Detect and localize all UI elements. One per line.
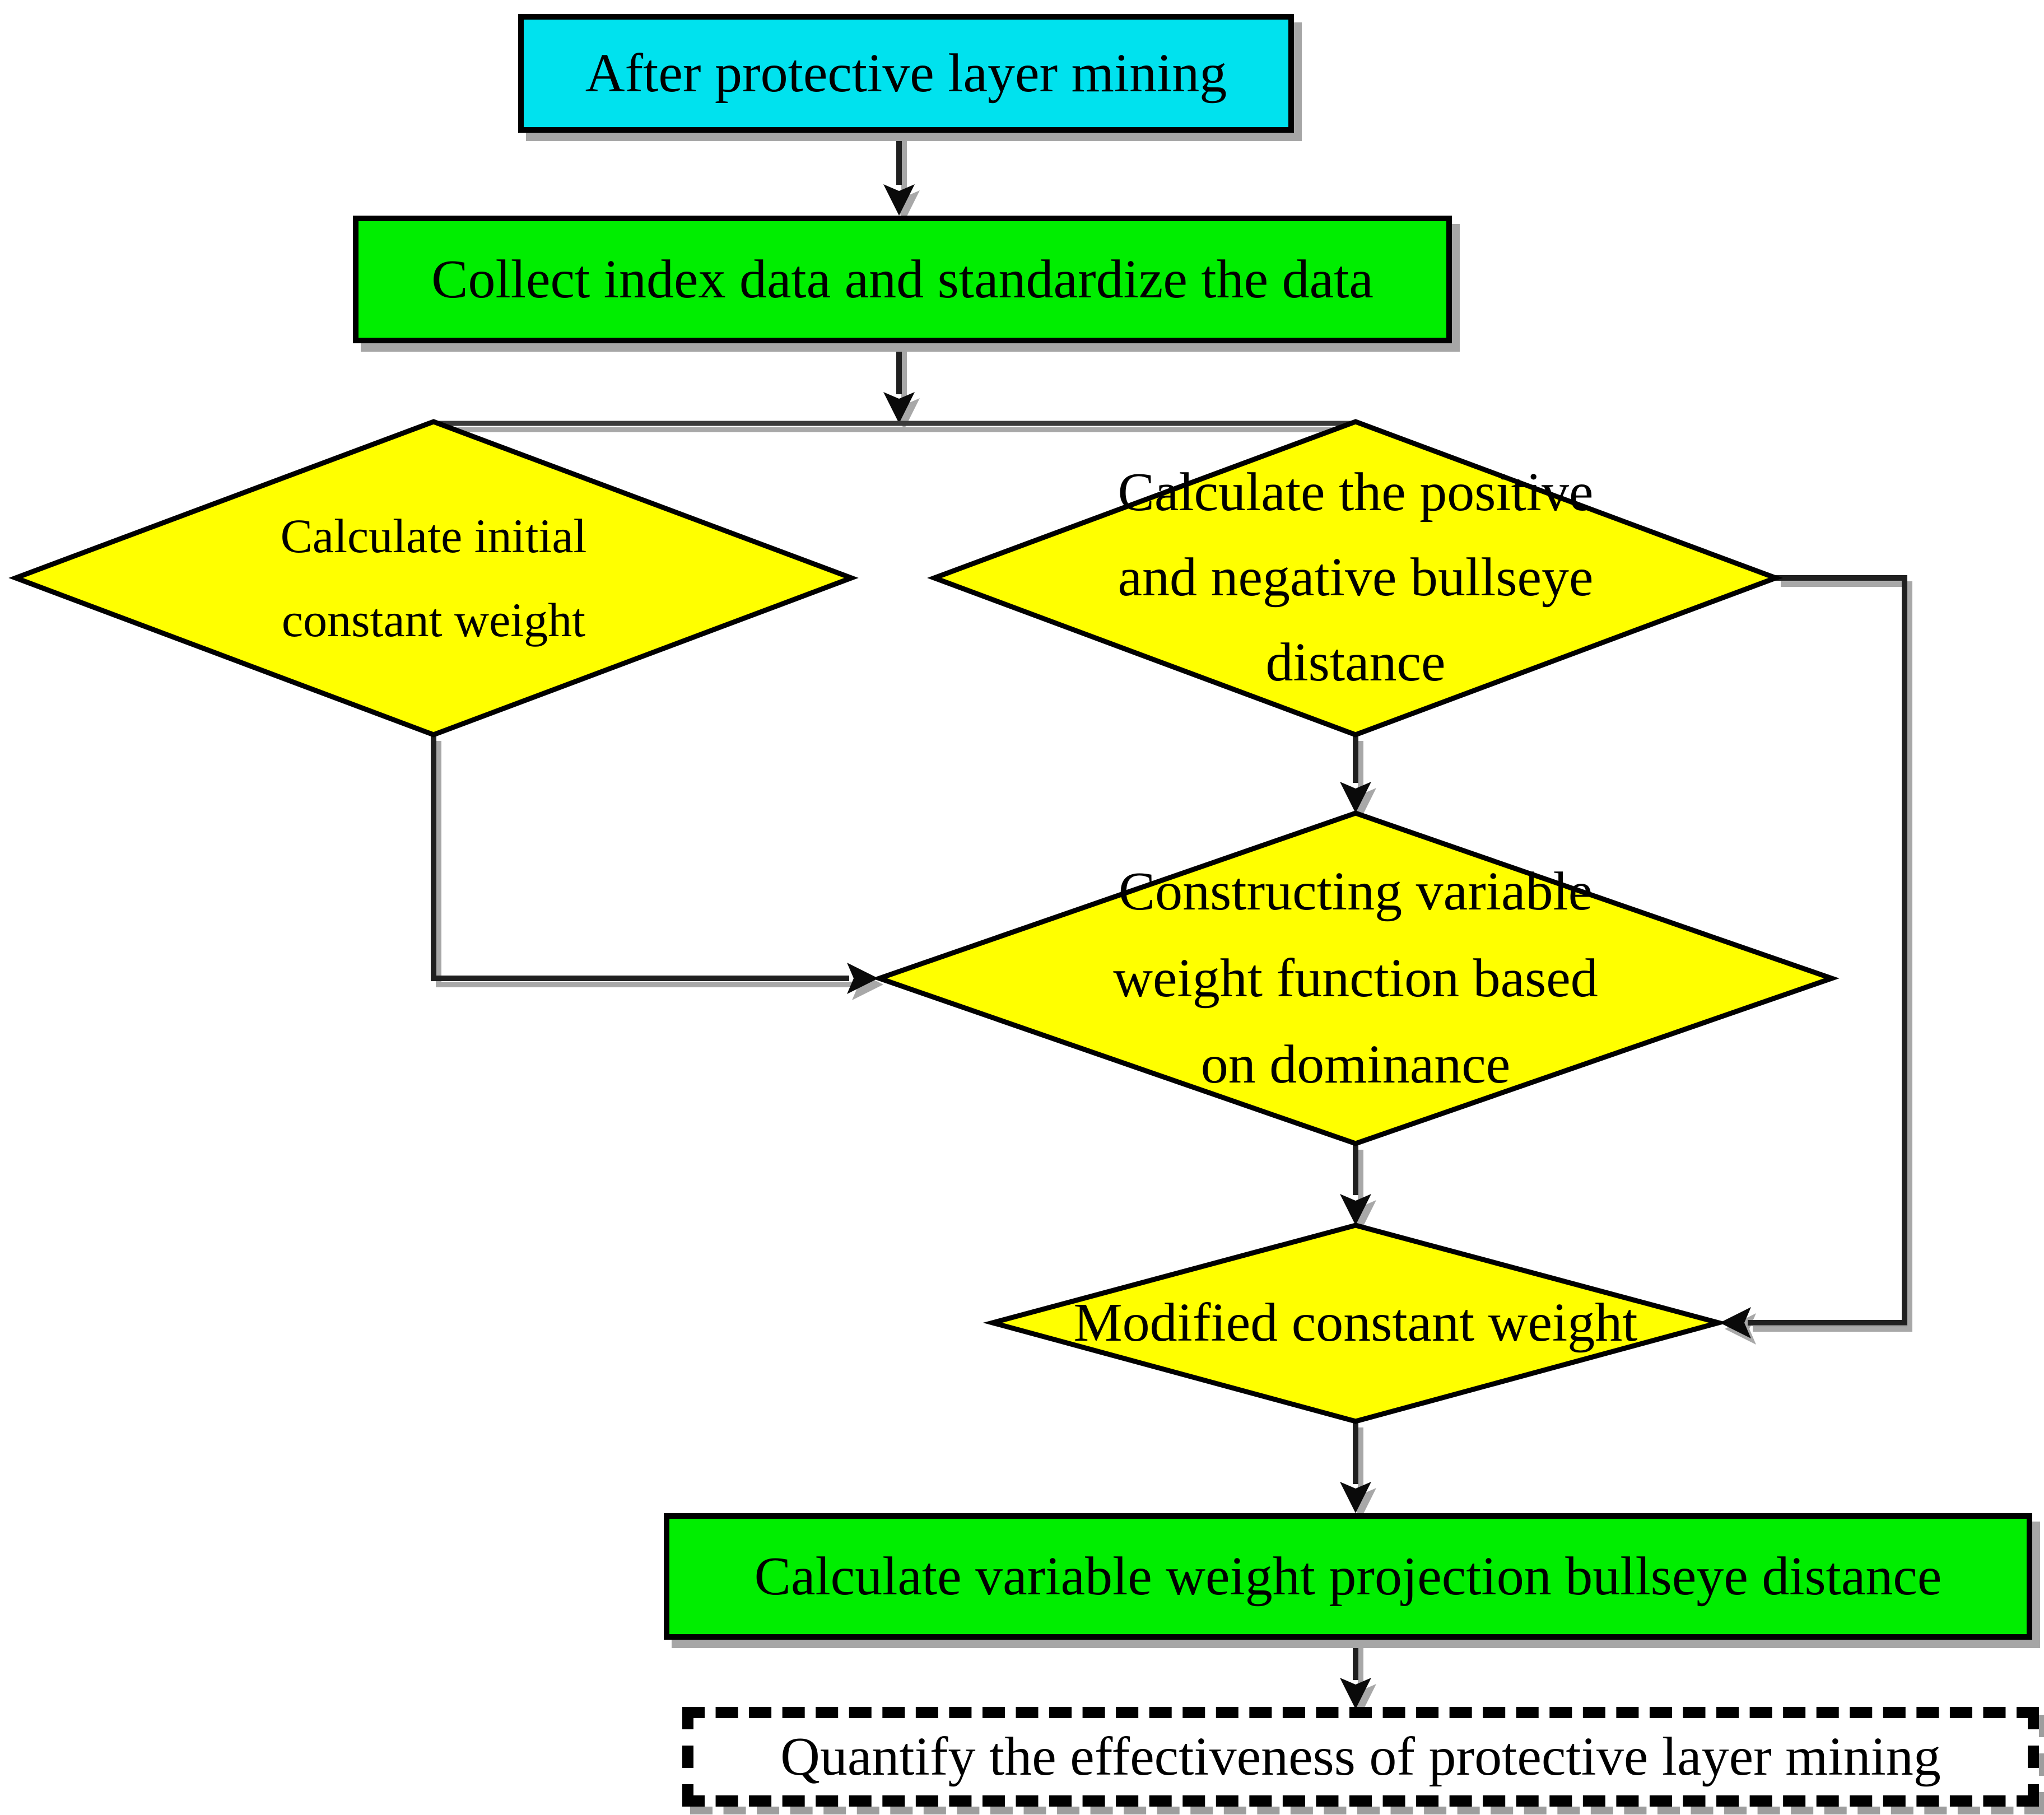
node-label-line: and negative bullseye <box>1118 547 1594 608</box>
node-label: Modified constant weight <box>1073 1293 1638 1353</box>
modified-weight-diamond-shape <box>983 1223 1729 1424</box>
arrowhead-into-collect <box>883 184 915 216</box>
node-modified-constant-weight: Modified constant weight <box>963 1267 1748 1379</box>
node-label: After protective layer mining <box>585 43 1227 104</box>
node-variable-weight-projection-distance: Calculate variable weight projection bul… <box>664 1513 2032 1640</box>
bullseye-distance-diamond-shape <box>927 419 1783 738</box>
node-label-line: Constructing variable <box>1118 861 1593 922</box>
node-label-line: weight function based <box>1113 948 1598 1009</box>
arrowhead-into-projection <box>1340 1482 1371 1513</box>
node-label: Calculate variable weight projection bul… <box>754 1546 1942 1607</box>
node-calculate-initial-constant-weight: Calculate initial constant weight <box>153 438 714 718</box>
shadow-line <box>1753 581 1912 1332</box>
node-label-line: constant weight <box>281 593 586 647</box>
node-label: Collect index data and standardize the d… <box>431 249 1373 310</box>
connector-initial-to-variable <box>431 735 849 981</box>
node-quantify-effectiveness: Quantify the effectiveness of protective… <box>682 1707 2039 1807</box>
initial-weight-diamond-shape <box>8 419 859 738</box>
node-label-line: distance <box>1265 632 1446 693</box>
arrowhead-into-modified-top <box>1340 1194 1371 1225</box>
node-after-protective-layer-mining: After protective layer mining <box>518 14 1294 133</box>
arrowhead-into-modified-right <box>1720 1307 1751 1338</box>
connectors <box>431 133 1907 1709</box>
arrowhead-collect-split <box>883 392 915 423</box>
node-label: Quantify the effectiveness of protective… <box>780 1727 1941 1787</box>
node-collect-index-data: Collect index data and standardize the d… <box>353 216 1452 343</box>
node-label-line: Calculate initial <box>280 508 587 563</box>
connector-bullseye-to-modified-loop <box>1748 575 1907 1326</box>
node-label-line: on dominance <box>1200 1034 1511 1095</box>
node-label-line: Calculate the positive <box>1118 462 1594 523</box>
variable-weight-diamond-shape <box>872 810 1840 1146</box>
arrowhead-into-variable-top <box>1340 782 1371 813</box>
node-constructing-variable-weight-function: Constructing variable weight function ba… <box>1005 810 1706 1146</box>
shadow-line <box>436 741 854 987</box>
node-calculate-bullseye-distance: Calculate the positive and negative bull… <box>1019 410 1692 746</box>
arrowhead-into-variable-left <box>847 963 878 994</box>
decision-shapes <box>8 419 1840 1424</box>
arrowhead-into-quantify <box>1340 1678 1371 1709</box>
